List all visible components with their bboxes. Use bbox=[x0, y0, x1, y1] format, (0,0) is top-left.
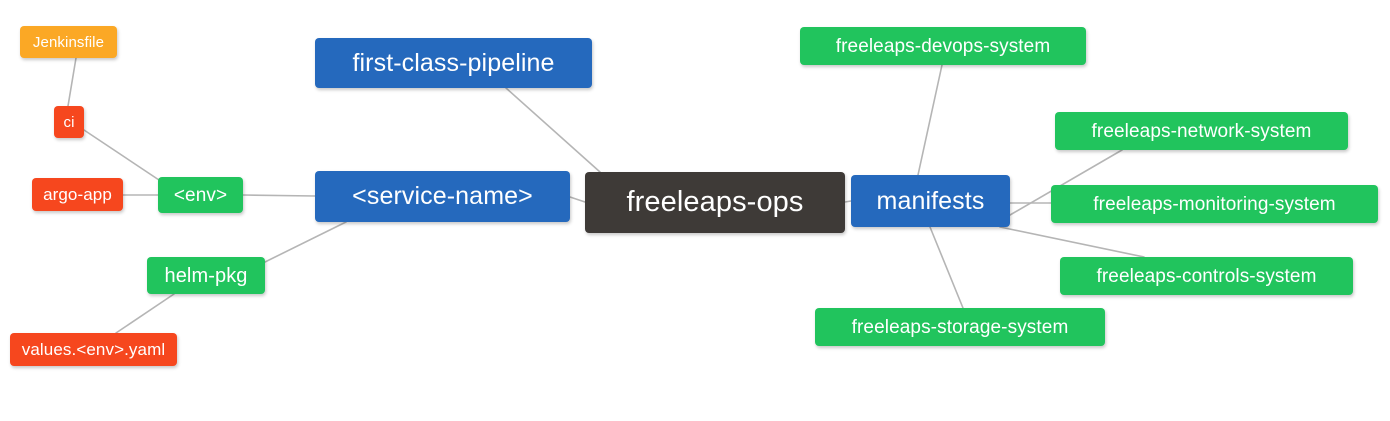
node-env[interactable]: <env> bbox=[158, 177, 243, 213]
edge-ci-to-jenkinsfile bbox=[67, 57, 77, 107]
edge-service-name-to-helm-pkg bbox=[264, 221, 347, 263]
node-freeleaps-controls-system[interactable]: freeleaps-controls-system bbox=[1060, 257, 1353, 295]
node-values-env-yaml[interactable]: values.<env>.yaml bbox=[10, 333, 177, 366]
node-label-helm-pkg: helm-pkg bbox=[164, 264, 248, 287]
edge-service-name-to-env bbox=[242, 194, 316, 197]
node-label-manifests: manifests bbox=[876, 186, 985, 215]
node-service-name[interactable]: <service-name> bbox=[315, 171, 570, 222]
node-label-jenkinsfile: Jenkinsfile bbox=[32, 33, 105, 51]
node-jenkinsfile[interactable]: Jenkinsfile bbox=[20, 26, 117, 58]
node-freeleaps-monitoring-system[interactable]: freeleaps-monitoring-system bbox=[1051, 185, 1378, 223]
node-freeleaps-network-system[interactable]: freeleaps-network-system bbox=[1055, 112, 1348, 150]
edge-manifests-to-freeleaps-controls-system bbox=[999, 226, 1145, 258]
edge-freeleaps-ops-to-service-name bbox=[569, 196, 586, 203]
node-manifests[interactable]: manifests bbox=[851, 175, 1010, 227]
node-freeleaps-storage-system[interactable]: freeleaps-storage-system bbox=[815, 308, 1105, 346]
node-label-env: <env> bbox=[173, 184, 228, 206]
node-helm-pkg[interactable]: helm-pkg bbox=[147, 257, 265, 294]
node-freeleaps-ops[interactable]: freeleaps-ops bbox=[585, 172, 845, 233]
node-label-freeleaps-controls-system: freeleaps-controls-system bbox=[1096, 265, 1317, 287]
node-label-values-env-yaml: values.<env>.yaml bbox=[21, 340, 166, 359]
node-label-argo-app: argo-app bbox=[43, 185, 112, 204]
edge-freeleaps-ops-to-first-class-pipeline bbox=[505, 87, 601, 173]
node-first-class-pipeline[interactable]: first-class-pipeline bbox=[315, 38, 592, 88]
node-ci[interactable]: ci bbox=[54, 106, 84, 138]
edge-manifests-to-freeleaps-storage-system bbox=[929, 226, 964, 309]
node-label-freeleaps-monitoring-system: freeleaps-monitoring-system bbox=[1093, 193, 1336, 215]
node-freeleaps-devops-system[interactable]: freeleaps-devops-system bbox=[800, 27, 1086, 65]
node-argo-app[interactable]: argo-app bbox=[32, 178, 123, 211]
edge-helm-pkg-to-values-env-yaml bbox=[115, 293, 175, 334]
edge-manifests-to-freeleaps-devops-system bbox=[917, 64, 943, 176]
node-label-freeleaps-storage-system: freeleaps-storage-system bbox=[851, 316, 1069, 338]
node-label-freeleaps-devops-system: freeleaps-devops-system bbox=[835, 35, 1051, 57]
node-label-ci: ci bbox=[63, 113, 75, 131]
node-label-first-class-pipeline: first-class-pipeline bbox=[352, 48, 555, 77]
node-label-freeleaps-ops: freeleaps-ops bbox=[626, 186, 804, 218]
node-label-service-name: <service-name> bbox=[352, 182, 533, 210]
node-label-freeleaps-network-system: freeleaps-network-system bbox=[1091, 120, 1312, 142]
